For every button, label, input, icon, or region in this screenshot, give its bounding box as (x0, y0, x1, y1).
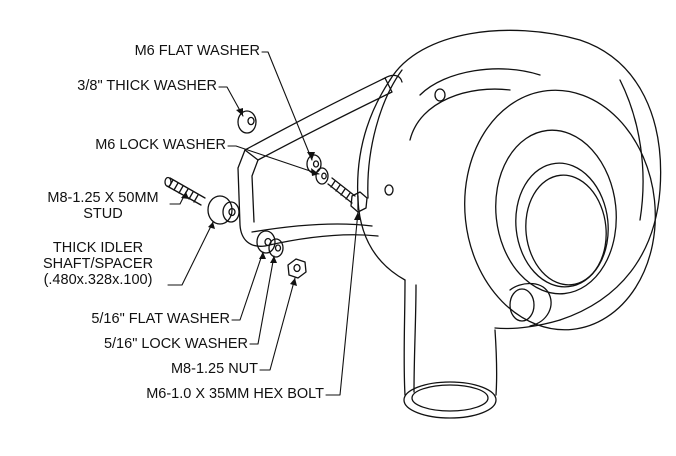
lock-washer-516-part (268, 238, 284, 258)
mounting-bracket (237, 74, 403, 247)
idler-spacer-part (207, 195, 240, 225)
label-lock-washer-516: 5/16" LOCK WASHER (103, 336, 248, 352)
label-idler-line3: (.480x.328x.100) (43, 272, 153, 288)
thick-washer-part (237, 110, 257, 134)
label-m6-flat-washer: M6 FLAT WASHER (134, 43, 260, 59)
label-flat-washer-516: 5/16" FLAT WASHER (91, 311, 230, 327)
label-m8-nut: M8-1.25 NUT (170, 361, 258, 377)
stud-part (164, 176, 206, 206)
label-idler-line1: THICK IDLER (52, 240, 144, 256)
arrowheads (181, 108, 361, 286)
label-idler-line2: SHAFT/SPACER (42, 256, 154, 272)
label-stud-line1: M8-1.25 X 50MM (47, 190, 159, 206)
leader-lines (167, 51, 359, 396)
m8-nut-part (287, 258, 307, 279)
turbo-housing (356, 29, 662, 419)
flat-washer-516-part (256, 230, 276, 254)
label-m6-lock-washer: M6 LOCK WASHER (95, 137, 226, 153)
m6-lock-washer-part (315, 167, 329, 185)
hex-bolt-part (327, 177, 368, 213)
label-thick-washer: 3/8" THICK WASHER (77, 78, 217, 94)
label-hex-bolt: M6-1.0 X 35MM HEX BOLT (146, 386, 324, 402)
label-stud-line2: STUD (83, 206, 123, 222)
